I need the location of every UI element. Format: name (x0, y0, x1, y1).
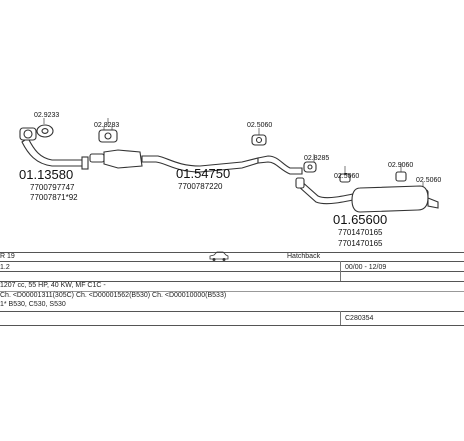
catalog-number: C280354 (345, 315, 374, 322)
middle-pipe (89, 149, 259, 173)
part-number-middle-pipe: 01.54750 (176, 166, 230, 181)
connector-pipe (257, 155, 303, 175)
part-code-5060: 02.5060 (416, 177, 441, 184)
oem-number: 7701470165 (338, 228, 383, 237)
clamp-icon (98, 126, 118, 143)
part-code-8283: 02.8283 (94, 122, 119, 129)
table-divider (340, 311, 341, 325)
clamp-icon (303, 161, 317, 173)
car-body-icon (208, 250, 230, 262)
part-code-5060: 02.5060 (334, 173, 359, 180)
table-divider (340, 261, 341, 281)
notes: 1* B530, C530, S530 (0, 301, 66, 308)
table-divider (0, 291, 464, 292)
production-years: 00/00 - 12/09 (345, 264, 387, 271)
rear-silencer (351, 185, 439, 213)
oem-number: 7701470165 (338, 239, 383, 248)
table-divider (0, 252, 464, 253)
body-type: Hatchback (287, 253, 321, 260)
oem-number: 7700797747 (30, 183, 75, 192)
version: 1.2 (0, 264, 10, 271)
table-divider (0, 261, 464, 262)
rubber-mount-icon (395, 171, 407, 182)
part-code-9060: 02.9060 (388, 162, 413, 169)
oem-number: 7700787220 (178, 182, 223, 191)
clamp-icon (251, 134, 267, 146)
exhaust-system-diagram: 02.9233 01.13580 7700797747 77007871*92 … (19, 112, 441, 248)
engine-spec: 1207 cc, 55 HP, 40 KW, MF C1C - (0, 282, 106, 289)
table-divider (0, 271, 464, 272)
part-code-5060: 02.5060 (247, 122, 272, 129)
part-code-0233: 02.9233 (34, 112, 59, 119)
oem-number: 77007871*92 (30, 193, 78, 202)
table-divider (0, 311, 464, 312)
table-divider (0, 281, 464, 282)
table-divider (0, 325, 464, 326)
part-code-8285: 02.8285 (304, 155, 329, 162)
part-number-front-pipe: 01.13580 (19, 167, 73, 182)
gasket-icon (36, 124, 54, 138)
front-pipe (19, 127, 89, 170)
model-name: R 19 (0, 253, 15, 260)
part-number-rear-silencer: 01.65600 (333, 212, 387, 227)
chassis-range: Ch. <D00001311(305C) Ch. <D00001562(B530… (0, 292, 227, 299)
